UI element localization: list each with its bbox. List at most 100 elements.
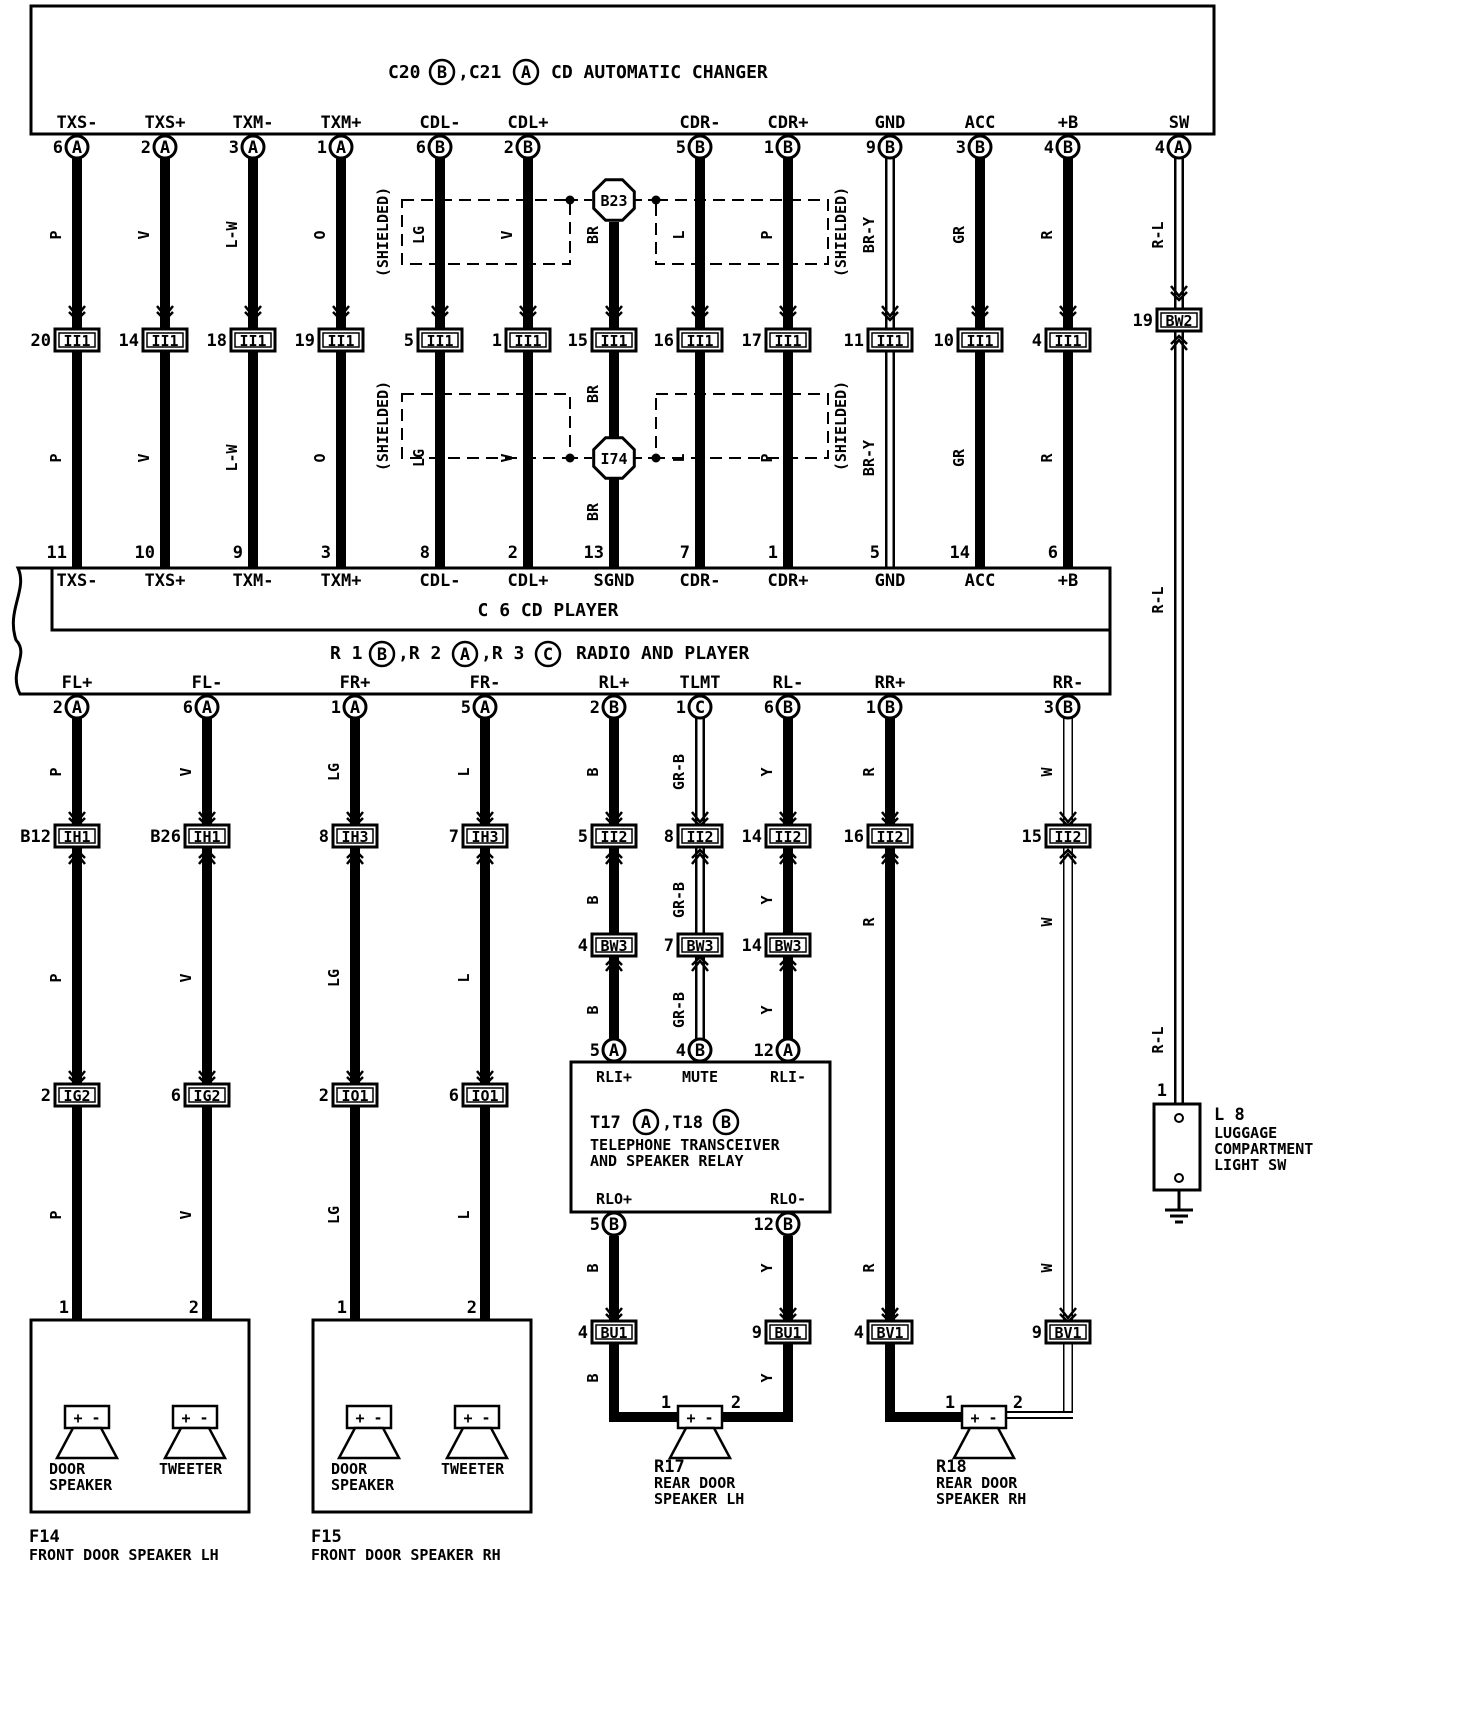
junction-connector-inner <box>1049 1324 1087 1340</box>
wire-color-label: GR <box>950 448 968 467</box>
cd-player-pin-number: 10 <box>135 543 155 563</box>
connector-chevron-down <box>346 1070 364 1084</box>
junction-connector-inner <box>769 332 807 348</box>
junction-connector-box <box>229 327 277 353</box>
changer-terminal-label: TXS+ <box>145 113 186 133</box>
wire-color-label: LG <box>410 226 428 244</box>
wire-color-label: B <box>584 1263 602 1272</box>
speaker-polarity: + - <box>73 1409 100 1427</box>
pin-number: 2 <box>504 138 514 158</box>
wire-color-label: GR-B <box>670 992 688 1028</box>
junction-connector-box <box>416 327 464 353</box>
radio-terminal-label: TLMT <box>680 673 721 693</box>
connector-chevron-down <box>881 305 899 319</box>
telephone-relay-box <box>569 1060 832 1214</box>
connector-pin-circle <box>1166 134 1192 160</box>
junction-connector-box <box>866 1319 914 1345</box>
junction-connector-box <box>590 823 638 849</box>
pin-number: 3 <box>229 138 239 158</box>
cd-changer-box <box>29 4 1216 136</box>
radio-title-r3: ,R 3 <box>481 643 524 664</box>
speaker-pin-number: 2 <box>1013 1393 1023 1413</box>
connector-chevron-down <box>605 305 623 319</box>
title-connector-circle <box>534 640 562 668</box>
junction-pin-number: 20 <box>31 331 51 351</box>
connector-chevron-down <box>605 311 623 322</box>
wire-color-label: W <box>1038 1263 1056 1273</box>
junction-pin-number: 15 <box>568 331 588 351</box>
junction-connector-inner <box>336 828 374 844</box>
junction-pin-number: 9 <box>1032 1323 1042 1343</box>
junction-pin-number: 9 <box>752 1323 762 1343</box>
junction-pin-number: 14 <box>119 331 139 351</box>
junction-connector-box <box>764 1319 812 1345</box>
title-connector-letter: B <box>721 1113 731 1133</box>
wire-color-label: P <box>47 453 65 462</box>
connector-chevron-down <box>881 811 899 825</box>
cd-player-pin-number: 13 <box>584 543 604 563</box>
junction-connector-label: BW3 <box>686 937 713 955</box>
shield-outline <box>401 393 571 459</box>
junction-pin-number: 8 <box>319 827 329 847</box>
wire-color-label: W <box>1038 767 1056 777</box>
junction-connector-inner <box>769 1324 807 1340</box>
connector-letter: B <box>783 138 793 158</box>
wire-color-label: R <box>860 767 878 777</box>
junction-connector-box <box>866 327 914 353</box>
junction-connector-label: IO1 <box>471 1087 498 1105</box>
junction-pin-number: B12 <box>20 827 51 847</box>
changer-terminal-label: CDR- <box>680 113 721 133</box>
junction-connector-inner <box>322 332 360 348</box>
junction-connector-label: BV1 <box>1054 1324 1081 1342</box>
connector-pin-circle <box>328 134 354 160</box>
junction-connector-inner <box>188 828 226 844</box>
radio-terminal-label: FL+ <box>62 673 93 693</box>
junction-connector-inner <box>146 332 184 348</box>
connector-letter: B <box>885 698 895 718</box>
junction-connector-box <box>956 327 1004 353</box>
cd-player-title: C 6 CD PLAYER <box>478 600 619 621</box>
junction-connector-box <box>53 823 101 849</box>
connector-chevron-down <box>519 311 537 322</box>
f14-tweeter-speaker-icon <box>162 1426 228 1460</box>
connector-chevron-down <box>971 311 989 322</box>
wire-color-label: Y <box>758 895 776 904</box>
door-speaker-label: DOOR <box>331 1460 368 1478</box>
changer-terminal-label: CDR+ <box>768 113 809 133</box>
title-connector-circle <box>712 1108 740 1136</box>
junction-connector-inner <box>961 332 999 348</box>
junction-connector-label: BU1 <box>600 1324 627 1342</box>
r17-id: R17 <box>654 1457 685 1477</box>
junction-connector-box <box>676 823 724 849</box>
junction-connector-inner <box>595 937 633 953</box>
pin-number: 6 <box>764 698 774 718</box>
junction-connector-box <box>461 1082 509 1108</box>
connector-letter: B <box>1063 138 1073 158</box>
connector-pin-circle <box>1055 134 1081 160</box>
connector-chevron-down <box>519 305 537 319</box>
junction-connector-box <box>590 932 638 958</box>
junction-connector-box <box>317 327 365 353</box>
changer-title-c20: C20 <box>388 62 421 83</box>
radio-terminal-label: RL- <box>773 673 804 693</box>
f14-id: F14 <box>29 1527 60 1547</box>
connector-chevron-down <box>198 811 216 825</box>
connector-letter: C <box>695 698 705 718</box>
shielded-label: (SHIELDED) <box>374 381 392 471</box>
junction-connector-box <box>764 327 812 353</box>
connector-pin-circle <box>601 1211 627 1237</box>
r17-line2: SPEAKER LH <box>654 1490 744 1508</box>
wire-color-label: BR-Y <box>860 440 878 476</box>
speaker-polarity: + - <box>970 1409 997 1427</box>
connector-pin-circle <box>427 134 453 160</box>
ground-junction-octagon <box>592 436 636 480</box>
connector-letter: A <box>609 1041 619 1061</box>
wire-color-label: P <box>47 767 65 776</box>
tweeter-label: TWEETER <box>441 1460 505 1478</box>
junction-connector-box <box>764 823 812 849</box>
wire-color-label: P <box>47 1210 65 1219</box>
wire-color-label: LG <box>325 1206 343 1224</box>
junction-connector-label: II1 <box>63 332 90 350</box>
connector-chevron-up <box>691 851 709 865</box>
pin-number: 6 <box>416 138 426 158</box>
